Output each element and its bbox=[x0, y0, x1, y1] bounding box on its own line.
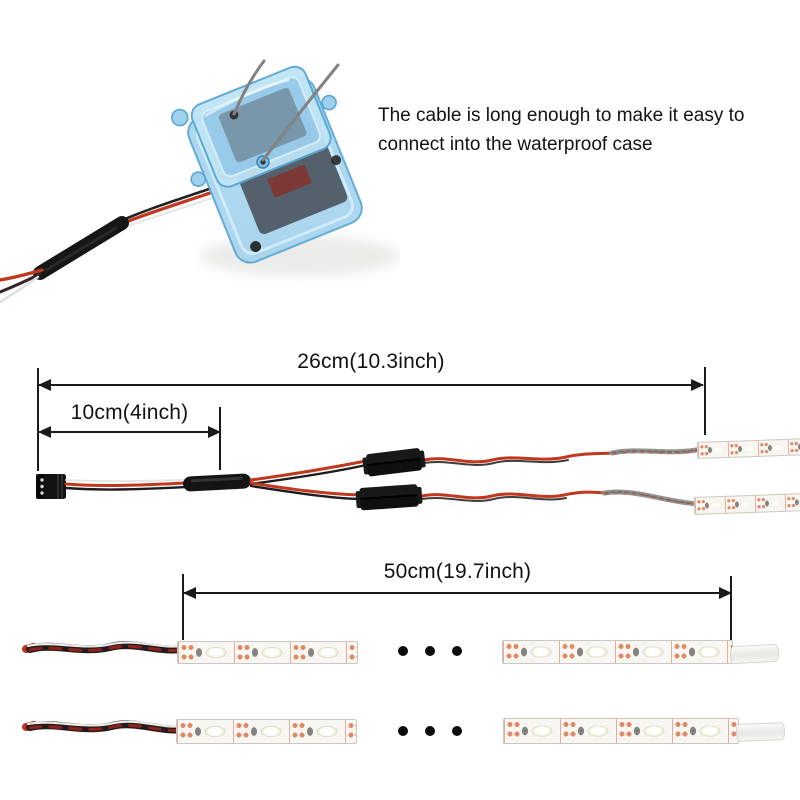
ellipsis-dot bbox=[425, 726, 435, 736]
ellipsis-row1 bbox=[398, 646, 462, 656]
y-split-connector-bottom bbox=[355, 484, 423, 511]
dim-26cm-tick-right bbox=[704, 367, 706, 435]
annotation-text: The cable is long enough to make it easy… bbox=[378, 105, 745, 155]
ellipsis-dot bbox=[398, 646, 408, 656]
dim-10cm-tick-right bbox=[219, 407, 221, 470]
led-strip-row1-left bbox=[177, 641, 358, 664]
dim-26cm-arrow bbox=[38, 379, 704, 391]
strip-lead-wire-row2 bbox=[22, 720, 184, 734]
antenna-wire-2 bbox=[261, 63, 340, 162]
waterproof-case bbox=[171, 65, 363, 264]
dim-50cm-tick-right bbox=[730, 576, 732, 642]
signal-wire-bottom bbox=[249, 481, 702, 507]
strip-lead-wire-row1 bbox=[22, 641, 184, 654]
inline-resistor bbox=[183, 473, 251, 492]
dim-26cm-tick-left bbox=[37, 368, 39, 471]
ellipsis-dot bbox=[398, 726, 408, 736]
dim-26cm-label: 26cm(10.3inch) bbox=[297, 350, 445, 373]
signal-wire-top bbox=[249, 446, 705, 486]
led-strip-row1-right bbox=[502, 640, 733, 664]
dim-10cm-label: 10cm(4inch) bbox=[70, 401, 189, 424]
antenna-wires bbox=[232, 59, 340, 162]
led-strip-row2-left bbox=[176, 719, 357, 744]
led-strip-stub-bottom bbox=[693, 493, 800, 515]
case-screw bbox=[331, 155, 342, 166]
servo-cable bbox=[0, 187, 214, 304]
y-split-connector-top bbox=[362, 448, 426, 477]
ellipsis-dot bbox=[425, 646, 435, 656]
waterproof-case-photo bbox=[0, 59, 400, 304]
dim-50cm-arrow bbox=[183, 587, 732, 599]
case-lug bbox=[171, 108, 189, 127]
dim-50cm-label: 50cm(19.7inch) bbox=[383, 560, 532, 583]
y-harness-photo bbox=[36, 446, 705, 511]
strip-end-cap-row2 bbox=[735, 722, 786, 742]
case-lug bbox=[321, 94, 337, 111]
led-strip-stub-top bbox=[696, 438, 800, 459]
dim-50cm-tick-left bbox=[182, 574, 184, 640]
servo-connector-3pin bbox=[36, 474, 66, 499]
antenna-wire-1 bbox=[232, 59, 266, 116]
dim-10cm-arrow bbox=[38, 426, 221, 438]
ellipsis-dot bbox=[452, 646, 462, 656]
led-strip-row2-right bbox=[503, 718, 739, 744]
ellipsis-dot bbox=[452, 726, 462, 736]
case-screw bbox=[250, 241, 262, 253]
strip-end-cap-row1 bbox=[729, 643, 780, 665]
ellipsis-row2 bbox=[398, 726, 462, 736]
case-lug bbox=[190, 171, 207, 187]
